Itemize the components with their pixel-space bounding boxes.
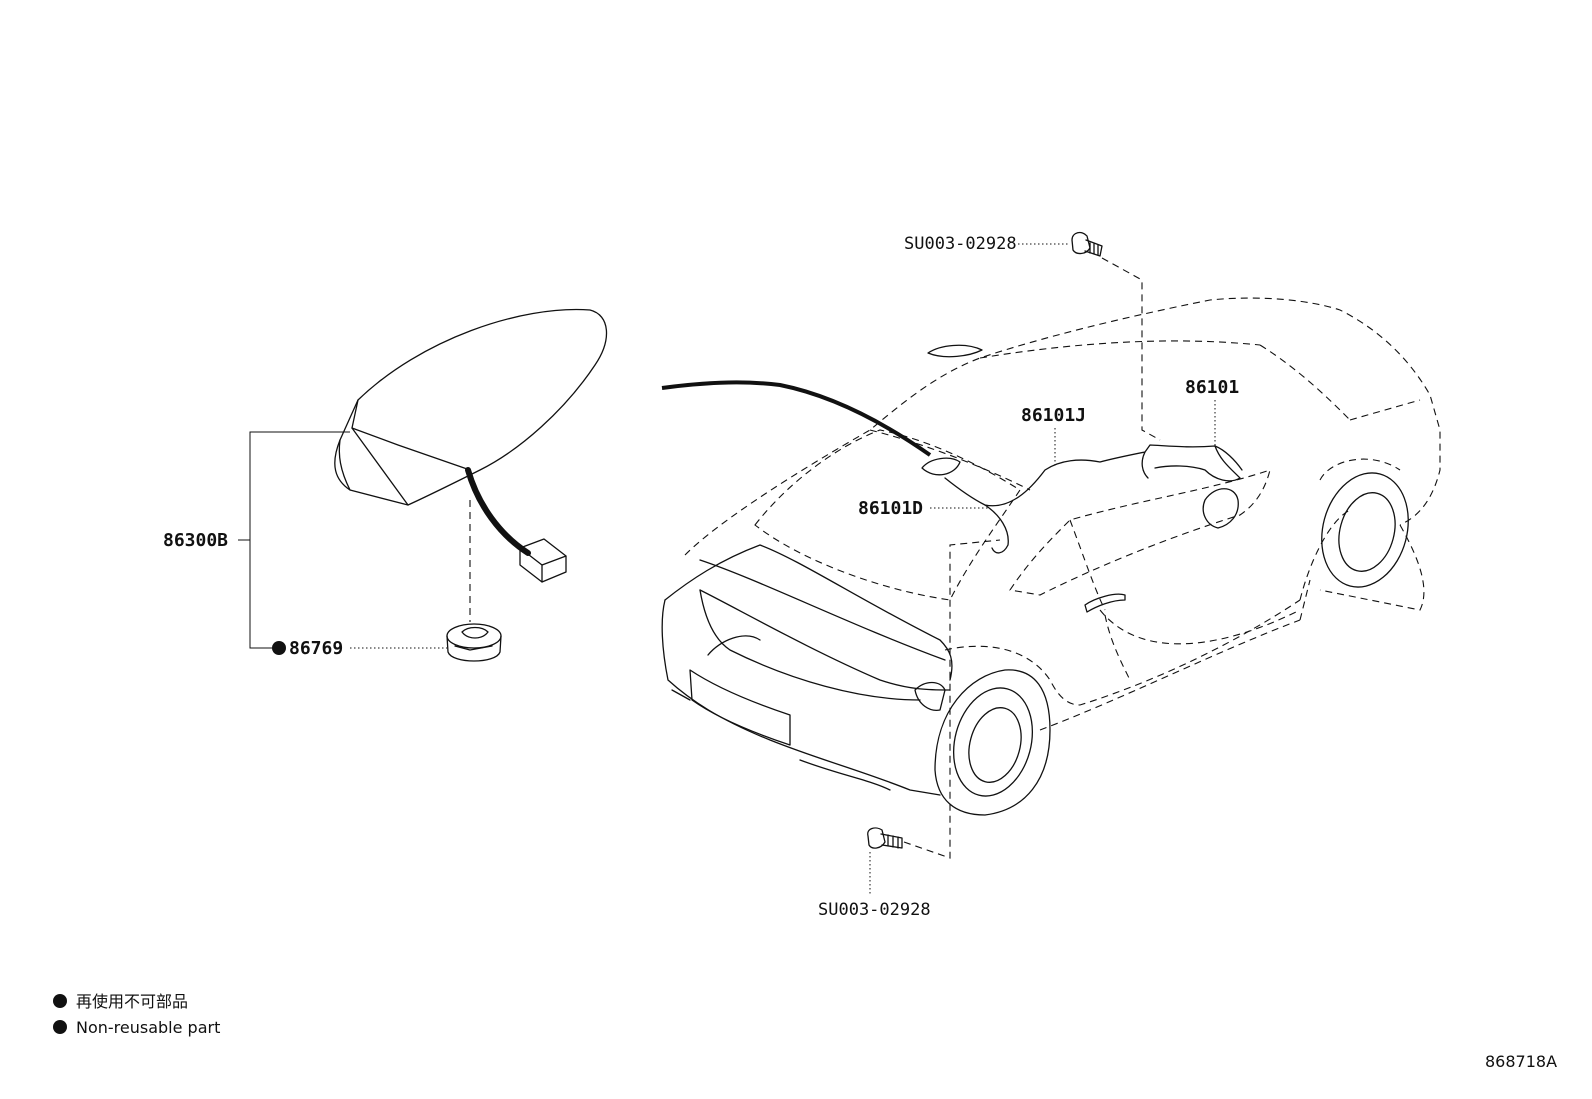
figure-code: 868718A (1485, 1052, 1557, 1071)
legend-bullet-en (53, 1020, 67, 1034)
non-reusable-marker (272, 641, 286, 655)
legend-bullet-jp (53, 994, 67, 1008)
label-cable-main: 86101 (1185, 377, 1239, 398)
legend-text-en: Non-reusable part (76, 1018, 220, 1037)
antenna-pad (446, 623, 502, 662)
bolt-top (1071, 231, 1103, 257)
label-bolt-top: SU003-02928 (904, 234, 1017, 254)
label-cable-d: 86101D (858, 498, 923, 519)
bolt-bottom (867, 827, 903, 849)
car-outline (661, 297, 1441, 816)
label-bolt-bottom: SU003-02928 (818, 900, 931, 920)
label-antenna-assy: 86300B (163, 530, 228, 551)
label-cable-j: 86101J (1021, 405, 1086, 426)
legend: 再使用不可部品 Non-reusable part (53, 992, 220, 1037)
label-pad: 86769 (289, 638, 343, 659)
legend-text-jp: 再使用不可部品 (76, 992, 188, 1011)
shark-fin-antenna (334, 308, 608, 583)
antenna-cable-harness (944, 444, 1243, 554)
